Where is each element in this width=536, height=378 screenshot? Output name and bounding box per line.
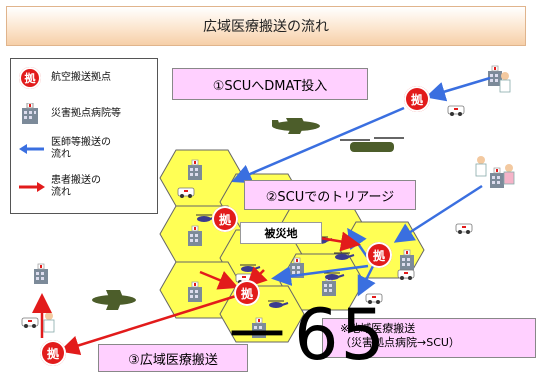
medical-staff-icon bbox=[499, 72, 511, 93]
hospital-icon bbox=[22, 103, 38, 124]
page-title: 広域医療搬送の流れ bbox=[6, 6, 526, 46]
legend-patient: 患者搬送の 流れ bbox=[19, 175, 101, 199]
step1-label: ①SCUへDMAT投入 bbox=[172, 68, 368, 100]
hospital-icon bbox=[489, 167, 505, 189]
hub-icon: 拠 bbox=[19, 67, 41, 89]
red-arrow-icon bbox=[19, 182, 45, 192]
doctor-transport-arrows bbox=[231, 76, 491, 297]
step3-label: ③広域医療搬送 bbox=[98, 344, 248, 372]
medical-staff-icon bbox=[43, 312, 55, 333]
hub-marker: 拠 bbox=[366, 242, 392, 268]
blue-arrow-icon bbox=[19, 144, 44, 154]
ambulance-icon bbox=[455, 223, 473, 235]
legend-hospital-label: 災害拠点病院等 bbox=[51, 108, 121, 119]
legend-hospital: 災害拠点病院等 bbox=[19, 103, 121, 125]
ambulance-icon bbox=[21, 317, 39, 329]
legend-doctor: 医師等搬送の 流れ bbox=[19, 137, 111, 161]
hub-marker: 拠 bbox=[212, 206, 238, 232]
plane-icon bbox=[92, 290, 136, 310]
step2-label: ②SCUでのトリアージ bbox=[244, 180, 416, 210]
legend-panel: 拠 航空搬送拠点 災害拠点病院等 医師等搬送の 流れ 患者搬送の 流れ bbox=[10, 58, 158, 214]
legend-patient-label: 患者搬送の 流れ bbox=[51, 175, 101, 198]
regional-note-box bbox=[322, 318, 536, 358]
patient-transport-arrows bbox=[32, 231, 361, 356]
legend-doctor-label: 医師等搬送の 流れ bbox=[51, 137, 111, 160]
disaster-area-label: 被災地 bbox=[240, 222, 322, 244]
plane-icon bbox=[272, 118, 320, 134]
regional-note: ※地域医療搬送 （災害拠点病院→SCU） bbox=[340, 322, 460, 349]
hub-marker: 拠 bbox=[404, 86, 430, 112]
ambulance-icon bbox=[447, 105, 465, 117]
medical-staff-icon bbox=[503, 164, 515, 185]
page-number: －65 bbox=[222, 294, 388, 376]
hub-marker: 拠 bbox=[40, 340, 66, 366]
legend-hub-label: 航空搬送拠点 bbox=[51, 72, 111, 83]
hub-marker: 拠 bbox=[234, 280, 260, 306]
legend-hub: 拠 航空搬送拠点 bbox=[19, 67, 111, 89]
medical-staff-icon bbox=[475, 156, 487, 177]
hospital-icon bbox=[33, 263, 49, 285]
tandem-helicopter-icon bbox=[340, 137, 404, 152]
